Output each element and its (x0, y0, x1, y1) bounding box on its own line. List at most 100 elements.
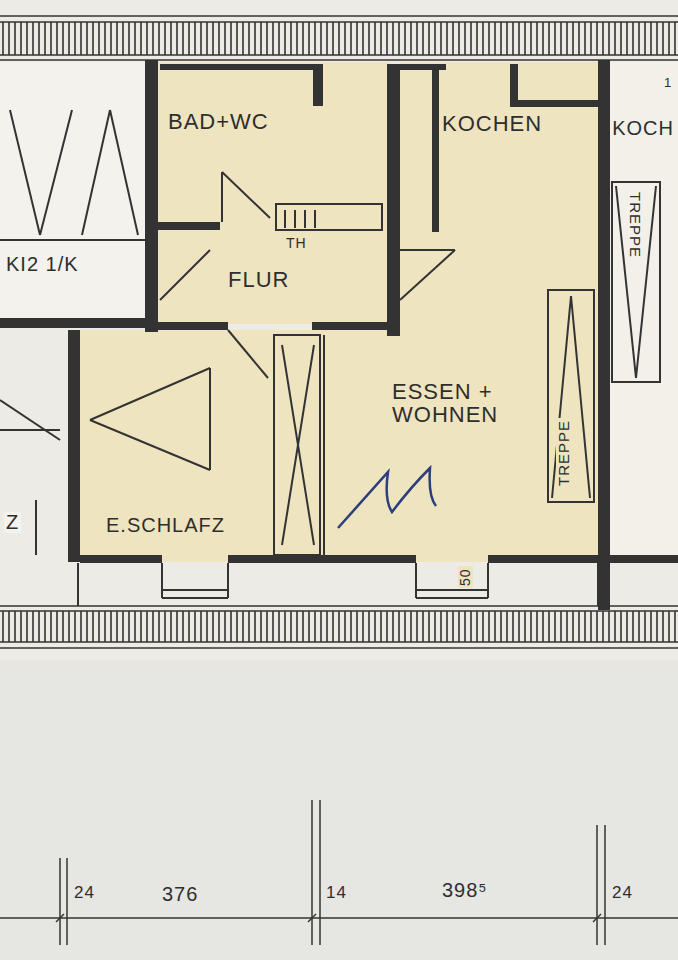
hatch-tick (452, 611, 454, 642)
room-fill (610, 62, 678, 562)
hatch-tick (314, 611, 316, 642)
hatch-tick (164, 611, 166, 642)
hatch-tick (578, 22, 580, 55)
hatch-tick (50, 22, 52, 55)
hatch-tick (74, 611, 76, 642)
hatch-tick (386, 22, 388, 55)
hatch-tick (596, 22, 598, 55)
hatch-tick (308, 22, 310, 55)
hatch-tick (554, 611, 556, 642)
hatch-tick (284, 22, 286, 55)
hatch-tick (284, 611, 286, 642)
hatch-tick (248, 611, 250, 642)
hatch-tick (194, 22, 196, 55)
hatch-tick (200, 22, 202, 55)
hatch-tick (116, 22, 118, 55)
hatch-tick (266, 611, 268, 642)
hatch-tick (176, 22, 178, 55)
hatch-tick (506, 22, 508, 55)
hatch-tick (560, 611, 562, 642)
hatch-tick (326, 22, 328, 55)
hatch-tick (404, 611, 406, 642)
hatch-tick (368, 22, 370, 55)
hatch-tick (92, 611, 94, 642)
hatch-tick (512, 611, 514, 642)
hatch-tick (170, 22, 172, 55)
dimension: 24 (72, 884, 97, 902)
hatch-tick (386, 611, 388, 642)
room-name: FLUR (226, 268, 291, 291)
hatch-tick (662, 611, 664, 642)
hatch-tick (260, 22, 262, 55)
hatch-tick (206, 22, 208, 55)
hatch-tick (230, 22, 232, 55)
hatch-tick (620, 22, 622, 55)
hatch-tick (380, 22, 382, 55)
hatch-tick (344, 611, 346, 642)
hatch-tick (458, 611, 460, 642)
hatch-tick (668, 611, 670, 642)
hatch-tick (86, 611, 88, 642)
hatch-tick (140, 22, 142, 55)
hatch-tick (248, 22, 250, 55)
hatch-tick (356, 22, 358, 55)
hatch-tick (626, 611, 628, 642)
hatch-tick (422, 22, 424, 55)
room-fill (158, 62, 390, 324)
hatch-tick (176, 611, 178, 642)
hatch-tick (104, 611, 106, 642)
room-name: KOCH (610, 118, 676, 139)
hatch-tick (260, 611, 262, 642)
hatch-tick (512, 22, 514, 55)
dimension: 14 (324, 884, 349, 902)
hatch-tick (8, 611, 10, 642)
hatch-tick (62, 22, 64, 55)
hatch-tick (140, 611, 142, 642)
hatch-tick (152, 22, 154, 55)
hatch-tick (350, 22, 352, 55)
hatch-tick (20, 611, 22, 642)
hatch-tick (620, 611, 622, 642)
hatch-tick (128, 22, 130, 55)
hatch-tick (392, 22, 394, 55)
room-fill (78, 330, 408, 562)
hatch-tick (374, 22, 376, 55)
dimension: 24 (610, 884, 635, 902)
hatch-tick (644, 611, 646, 642)
hatch-tick (398, 22, 400, 55)
hatch-tick (434, 22, 436, 55)
hatch-tick (68, 22, 70, 55)
hatch-tick (656, 22, 658, 55)
hatch-tick (608, 22, 610, 55)
hatch-tick (26, 22, 28, 55)
hatch-tick (542, 611, 544, 642)
hatch-tick (290, 22, 292, 55)
hatch-tick (650, 22, 652, 55)
wall (0, 60, 678, 610)
hatch-tick (548, 22, 550, 55)
hatch-tick (560, 22, 562, 55)
hatch-tick (428, 611, 430, 642)
hatch-tick (374, 611, 376, 642)
dimension: 376 (160, 884, 200, 905)
room-name: Z (4, 512, 21, 533)
hatch-tick (416, 22, 418, 55)
hatch-tick (578, 611, 580, 642)
hatch-tick (2, 611, 4, 642)
callout-number: 1 (662, 76, 674, 90)
hatch-tick (188, 22, 190, 55)
hatch-tick (170, 611, 172, 642)
hatch-tick (254, 22, 256, 55)
hatch-tick (566, 611, 568, 642)
hatch-tick (614, 611, 616, 642)
hatch-tick (266, 22, 268, 55)
hatch-tick (638, 611, 640, 642)
hatch-tick (416, 611, 418, 642)
room-name: KI2 1/K (4, 254, 81, 275)
hatch-tick (410, 611, 412, 642)
hatch-tick (548, 611, 550, 642)
hatch-tick (674, 22, 676, 55)
hatch-tick (320, 611, 322, 642)
hatch-tick (398, 611, 400, 642)
